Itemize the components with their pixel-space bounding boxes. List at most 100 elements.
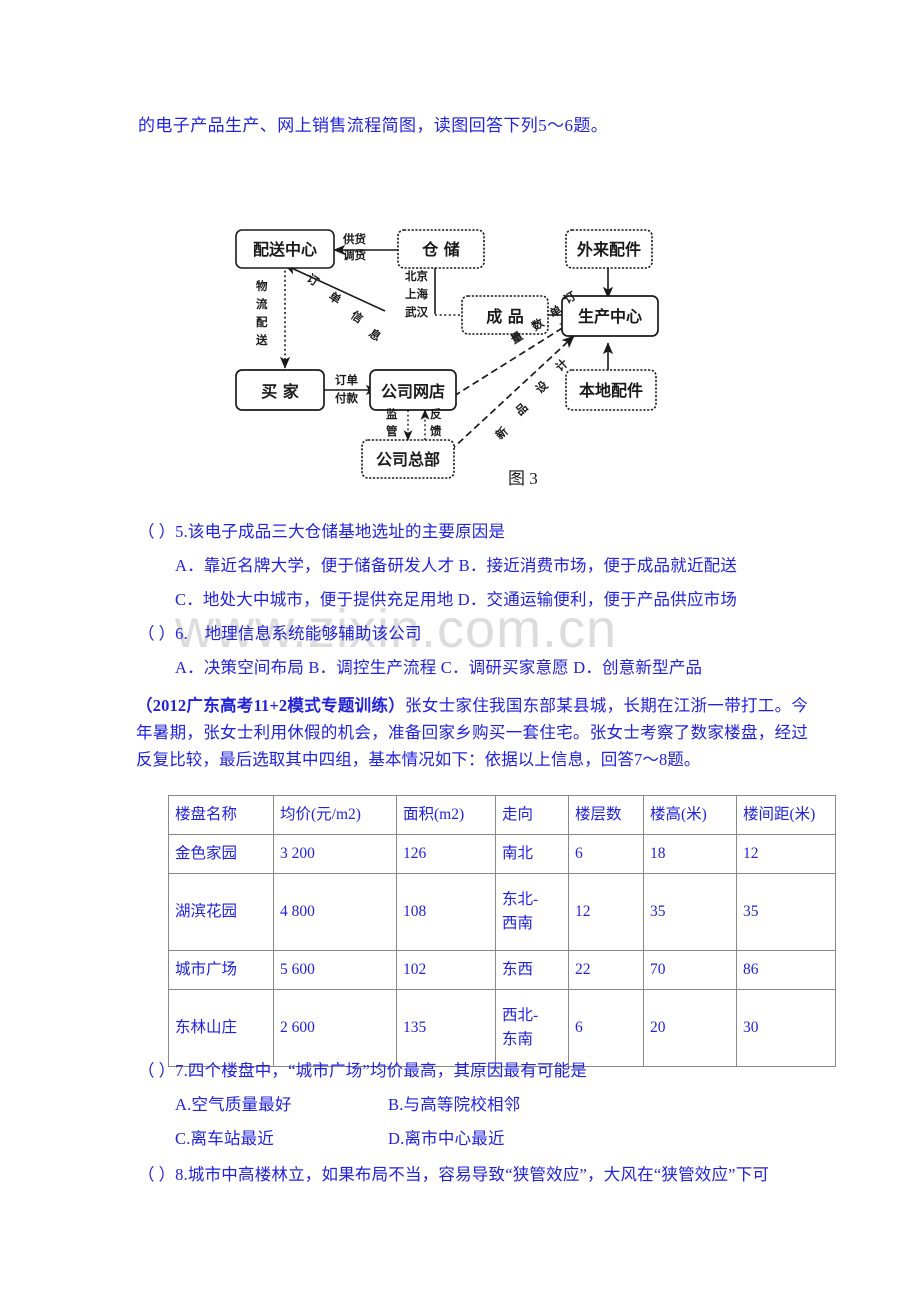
cell-name: 城市广场 <box>168 950 274 990</box>
node-label-dist: 配送中心 <box>253 240 317 259</box>
question-7-option-c[interactable]: C.离车站最近 <box>175 1129 275 1148</box>
svg-text:配: 配 <box>256 315 268 329</box>
svg-text:流: 流 <box>256 297 268 311</box>
th-floors: 楼层数 <box>568 795 644 835</box>
cell-name: 湖滨花园 <box>168 873 274 951</box>
cell-floors: 12 <box>568 873 644 951</box>
cell-floors: 22 <box>568 950 644 990</box>
cell-spacing: 30 <box>736 989 836 1067</box>
cell-orientation: 东北- 西南 <box>495 873 569 951</box>
svg-text:监: 监 <box>386 407 398 421</box>
svg-text:设: 设 <box>533 378 551 396</box>
cell-price: 4 800 <box>273 873 397 951</box>
svg-text:付款: 付款 <box>335 391 358 405</box>
question-7-option-d[interactable]: D.离市中心最近 <box>388 1129 505 1148</box>
cell-area: 135 <box>396 989 496 1067</box>
svg-text:反: 反 <box>430 407 442 421</box>
svg-text:武汉: 武汉 <box>405 305 428 319</box>
node-label-prod: 生产中心 <box>578 307 642 326</box>
cell-height: 35 <box>643 873 737 951</box>
question-6-text: 地理信息系统能够辅助该公司 <box>187 624 422 643</box>
th-name: 楼盘名称 <box>168 795 274 835</box>
realty-table: 楼盘名称 均价(元/m2) 面积(m2) 走向 楼层数 楼高(米) 楼间距(米)… <box>168 795 836 1067</box>
th-area: 面积(m2) <box>396 795 496 835</box>
question-5-options-row-2[interactable]: C．地处大中城市，便于提供充足用地 D．交通运输便利，便于产品供应市场 <box>175 590 738 609</box>
passage-block: （2012广东高考11+2模式专题训练）张女士家住我国东部某县城，长期在江浙一带… <box>136 692 808 773</box>
question-5-number: 5. <box>175 522 188 541</box>
passage-body: 张女士家住我国东部某县城，长期在江浙一带打工。今年暑期，张女士利用休假的机会，准… <box>136 696 808 769</box>
question-8-number: 8. <box>175 1165 188 1184</box>
cell-name: 金色家园 <box>168 834 274 874</box>
cell-height: 18 <box>643 834 737 874</box>
question-6-stem: （ ）6. 地理信息系统能够辅助该公司 <box>138 621 422 647</box>
answer-blank-6[interactable]: （ ） <box>138 624 176 643</box>
cell-floors: 6 <box>568 989 644 1067</box>
node-label-hq: 公司总部 <box>376 450 440 469</box>
cell-price: 5 600 <box>273 950 397 990</box>
answer-blank-5[interactable]: （ ） <box>138 522 176 541</box>
cell-floors: 6 <box>568 834 644 874</box>
question-6-number: 6. <box>175 624 188 643</box>
answer-blank-7[interactable]: （ ） <box>138 1061 176 1080</box>
question-5-text: 该电子成品三大仓储基地选址的主要原因是 <box>187 522 506 541</box>
svg-text:新: 新 <box>493 424 511 442</box>
node-label-local: 本地配件 <box>579 381 643 400</box>
svg-text:馈: 馈 <box>430 424 442 438</box>
svg-text:信: 信 <box>348 308 366 326</box>
question-5-options-row-1[interactable]: A．靠近名牌大学，便于储备研发人才 B．接近消费市场，便于成品就近配送 <box>175 556 738 575</box>
question-6-options-row-1[interactable]: A．决策空间布局 B．调控生产流程 C．调研买家意愿 D．创意新型产品 <box>175 658 703 677</box>
svg-text:上海: 上海 <box>405 287 428 301</box>
cell-area: 126 <box>396 834 496 874</box>
flow-diagram-svg: 配送中心 仓 储 外来配件 成 品 生产中心 买 家 公司网店 本地配件 公司总… <box>235 229 659 479</box>
th-price: 均价(元/m2) <box>273 795 397 835</box>
passage-source: （2012广东高考11+2模式专题训练） <box>136 696 406 715</box>
question-7-stem: （ ）7.四个楼盘中，“城市广场”均价最高，其原因最有可能是 <box>138 1058 587 1084</box>
node-label-store: 仓 储 <box>421 240 460 259</box>
node-label-foreign: 外来配件 <box>576 240 641 259</box>
table-row: 东林山庄 2 600 135 西北- 东南 6 20 30 <box>168 989 836 1067</box>
cell-name: 东林山庄 <box>168 989 274 1067</box>
node-label-shop: 公司网店 <box>381 382 445 401</box>
cell-spacing: 86 <box>736 950 836 990</box>
node-label-finished: 成 品 <box>486 307 524 326</box>
svg-text:物: 物 <box>256 279 268 293</box>
cell-spacing: 12 <box>736 834 836 874</box>
question-5-stem: （ ）5.该电子成品三大仓储基地选址的主要原因是 <box>138 519 505 545</box>
cell-price: 3 200 <box>273 834 397 874</box>
svg-text:北京: 北京 <box>405 269 428 283</box>
table-row: 城市广场 5 600 102 东西 22 70 86 <box>168 950 836 990</box>
th-spacing: 楼间距(米) <box>736 795 836 835</box>
cell-area: 102 <box>396 950 496 990</box>
svg-text:调货: 调货 <box>343 248 366 262</box>
th-orientation: 走向 <box>495 795 569 835</box>
question-8-stem: （ ）8.城市中高楼林立，如果布局不当，容易导致“狭管效应”，大风在“狭管效应”… <box>138 1162 769 1188</box>
svg-text:订: 订 <box>304 271 322 289</box>
svg-text:订单: 订单 <box>335 373 358 387</box>
figure-caption: 图 3 <box>508 469 538 488</box>
cell-height: 70 <box>643 950 737 990</box>
table-header-row: 楼盘名称 均价(元/m2) 面积(m2) 走向 楼层数 楼高(米) 楼间距(米) <box>168 795 836 835</box>
svg-text:送: 送 <box>255 333 268 347</box>
answer-blank-8[interactable]: （ ） <box>138 1165 176 1184</box>
cell-price: 2 600 <box>273 989 397 1067</box>
question-7-text: 四个楼盘中，“城市广场”均价最高，其原因最有可能是 <box>187 1061 588 1080</box>
cell-height: 20 <box>643 989 737 1067</box>
question-8-text: 城市中高楼林立，如果布局不当，容易导致“狭管效应”，大风在“狭管效应”下可 <box>187 1165 770 1184</box>
table-body: 金色家园 3 200 126 南北 6 18 12 湖滨花园 4 800 108… <box>168 834 836 1067</box>
cell-spacing: 35 <box>736 873 836 951</box>
question-7-option-a[interactable]: A.空气质量最好 <box>175 1095 292 1114</box>
lead-paragraph: 的电子产品生产、网上销售流程简图，读图回答下列5～6题。 <box>138 116 609 135</box>
th-height: 楼高(米) <box>643 795 737 835</box>
svg-text:息: 息 <box>366 326 384 344</box>
svg-text:供货: 供货 <box>342 232 366 246</box>
cell-area: 108 <box>396 873 496 951</box>
svg-text:管: 管 <box>386 424 398 438</box>
question-7-option-b[interactable]: B.与高等院校相邻 <box>388 1095 521 1114</box>
cell-orientation: 西北- 东南 <box>495 989 569 1067</box>
cell-orientation: 南北 <box>495 834 569 874</box>
node-label-buyer: 买 家 <box>261 382 300 401</box>
realty-table-wrap: 楼盘名称 均价(元/m2) 面积(m2) 走向 楼层数 楼高(米) 楼间距(米)… <box>168 795 836 1067</box>
question-7-number: 7. <box>175 1061 188 1080</box>
svg-text:品: 品 <box>513 400 531 418</box>
